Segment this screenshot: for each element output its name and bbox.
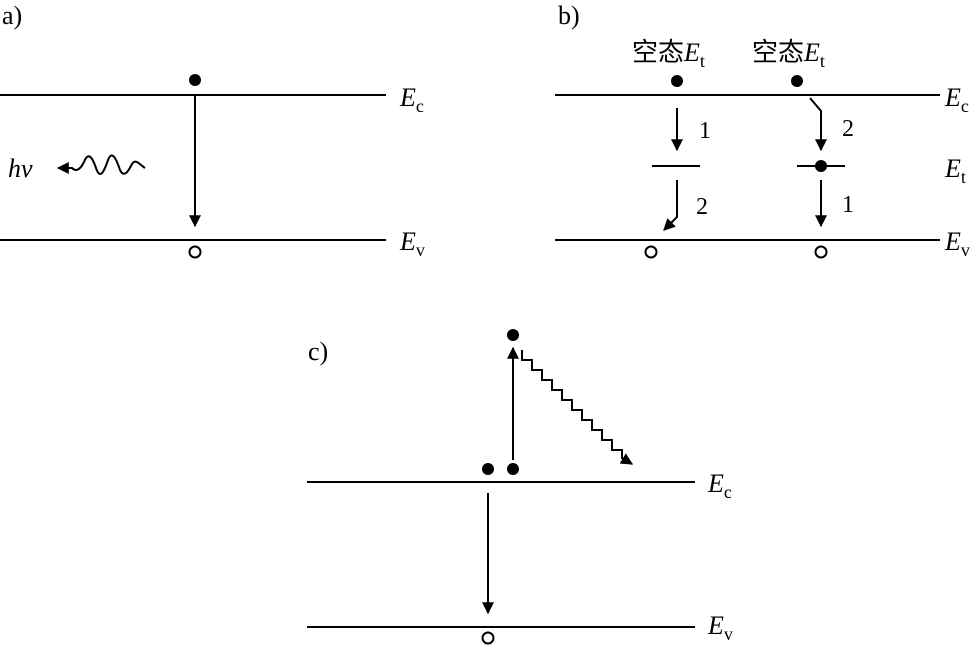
panel-a-ec-label: Ec <box>399 83 424 116</box>
panel-c-phonon-cascade-icon <box>521 350 634 465</box>
panel-a-photon-label: hν <box>8 154 33 183</box>
panel-b-right-step-2: 2 <box>842 116 854 142</box>
panel-b-ec-label: Ec <box>944 83 969 116</box>
panel-b-right-trapped-electron-icon <box>815 160 827 172</box>
panel-a: a) hν Ec Ev <box>0 1 425 260</box>
panel-b-right-electron-icon <box>791 75 803 87</box>
panel-c-electron-right-icon <box>507 463 519 475</box>
panel-a-ev-label: Ev <box>399 227 425 260</box>
panel-b-right-step-1: 1 <box>842 192 854 218</box>
panel-b: b) 空态Et 空态Et 1 2 2 1 Ec Et Ev <box>555 1 970 260</box>
panel-b-label: b) <box>558 1 580 30</box>
panel-c-electron-left-icon <box>482 463 494 475</box>
panel-a-hole-icon <box>188 245 202 259</box>
panel-a-electron-icon <box>189 74 201 86</box>
panel-b-left-step-1: 1 <box>699 118 711 144</box>
panel-b-right-arrow-2-icon <box>809 97 827 152</box>
panel-c-hole-icon <box>481 631 495 645</box>
panel-b-empty-state-right: 空态Et <box>752 38 825 71</box>
panel-b-left-arrow-2-icon <box>663 180 678 231</box>
panel-a-label: a) <box>2 1 22 30</box>
panel-b-left-electron-icon <box>671 75 683 87</box>
panel-c-ev-label: Ev <box>707 611 733 644</box>
panel-b-left-step-2: 2 <box>696 194 708 220</box>
panel-a-photon-wave-icon <box>56 154 146 175</box>
panel-b-empty-state-left: 空态Et <box>632 38 705 71</box>
panel-b-et-label: Et <box>944 154 966 187</box>
panel-c-ec-label: Ec <box>707 469 732 502</box>
panel-c: c) Ec Ev <box>307 329 733 645</box>
panel-c-label: c) <box>308 337 328 366</box>
panel-c-hot-electron-icon <box>507 329 519 341</box>
panel-b-left-hole-icon <box>644 245 658 259</box>
panel-b-right-hole-icon <box>814 245 828 259</box>
panel-b-ev-label: Ev <box>944 227 970 260</box>
